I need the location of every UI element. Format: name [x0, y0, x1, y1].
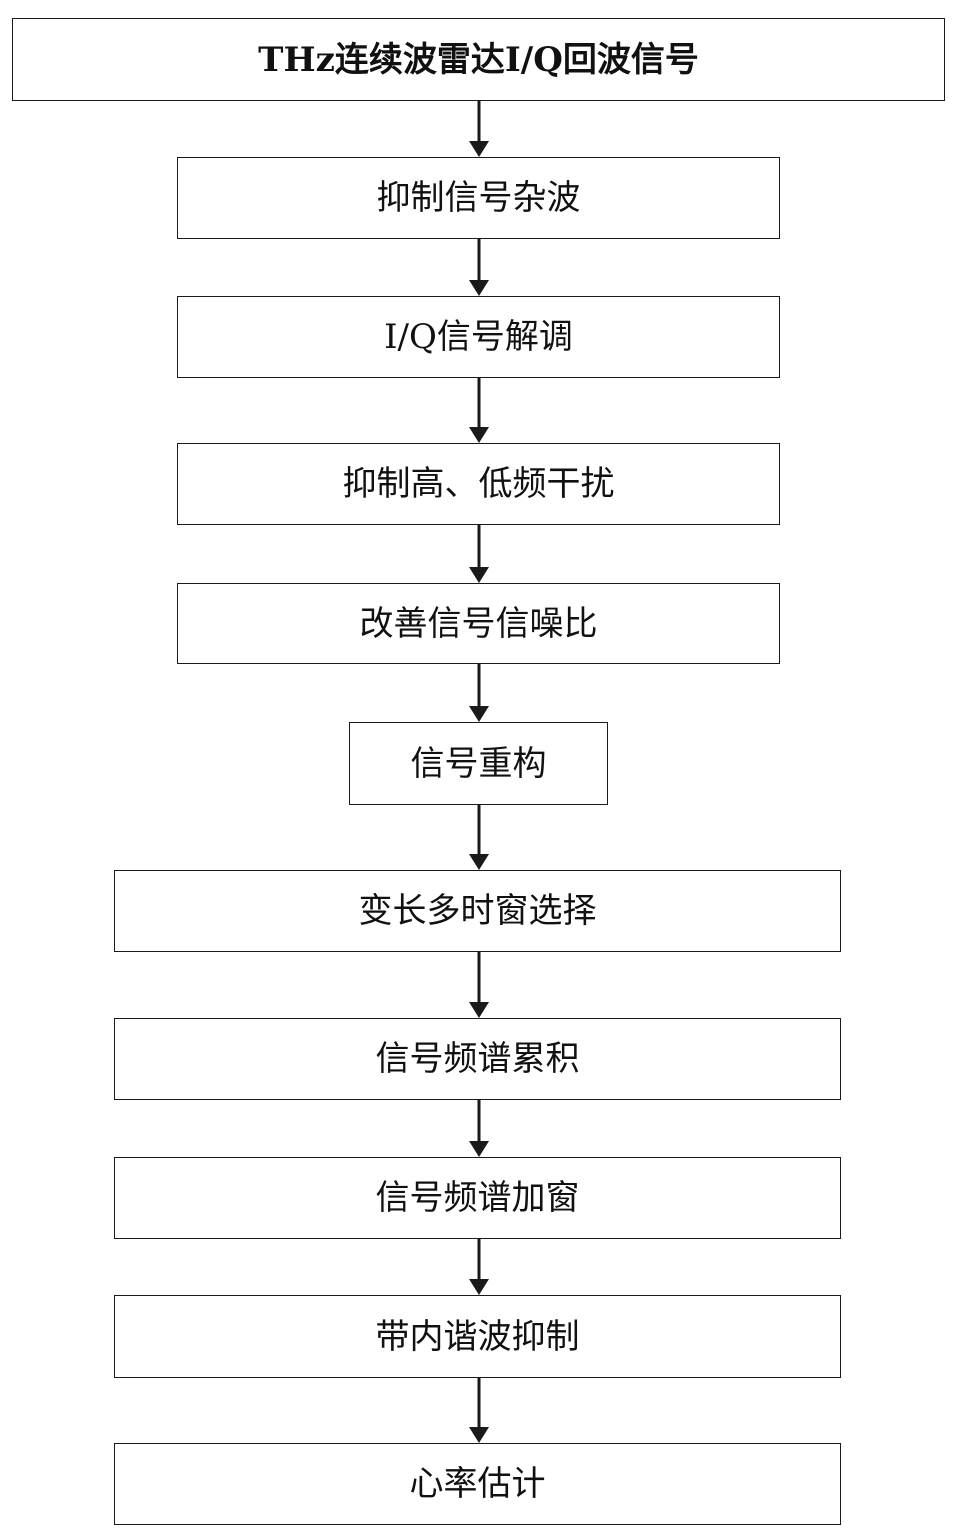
arrowhead-icon: [469, 706, 489, 722]
arrowhead-icon: [469, 1279, 489, 1295]
arrowhead-icon: [469, 280, 489, 296]
arrowhead-icon: [469, 1427, 489, 1443]
arrowhead-icon: [469, 1002, 489, 1018]
arrowhead-icon: [469, 567, 489, 583]
arrowhead-icon: [469, 141, 489, 157]
arrowhead-icon: [469, 1141, 489, 1157]
arrowhead-icon: [469, 854, 489, 870]
arrowhead-icon: [469, 427, 489, 443]
